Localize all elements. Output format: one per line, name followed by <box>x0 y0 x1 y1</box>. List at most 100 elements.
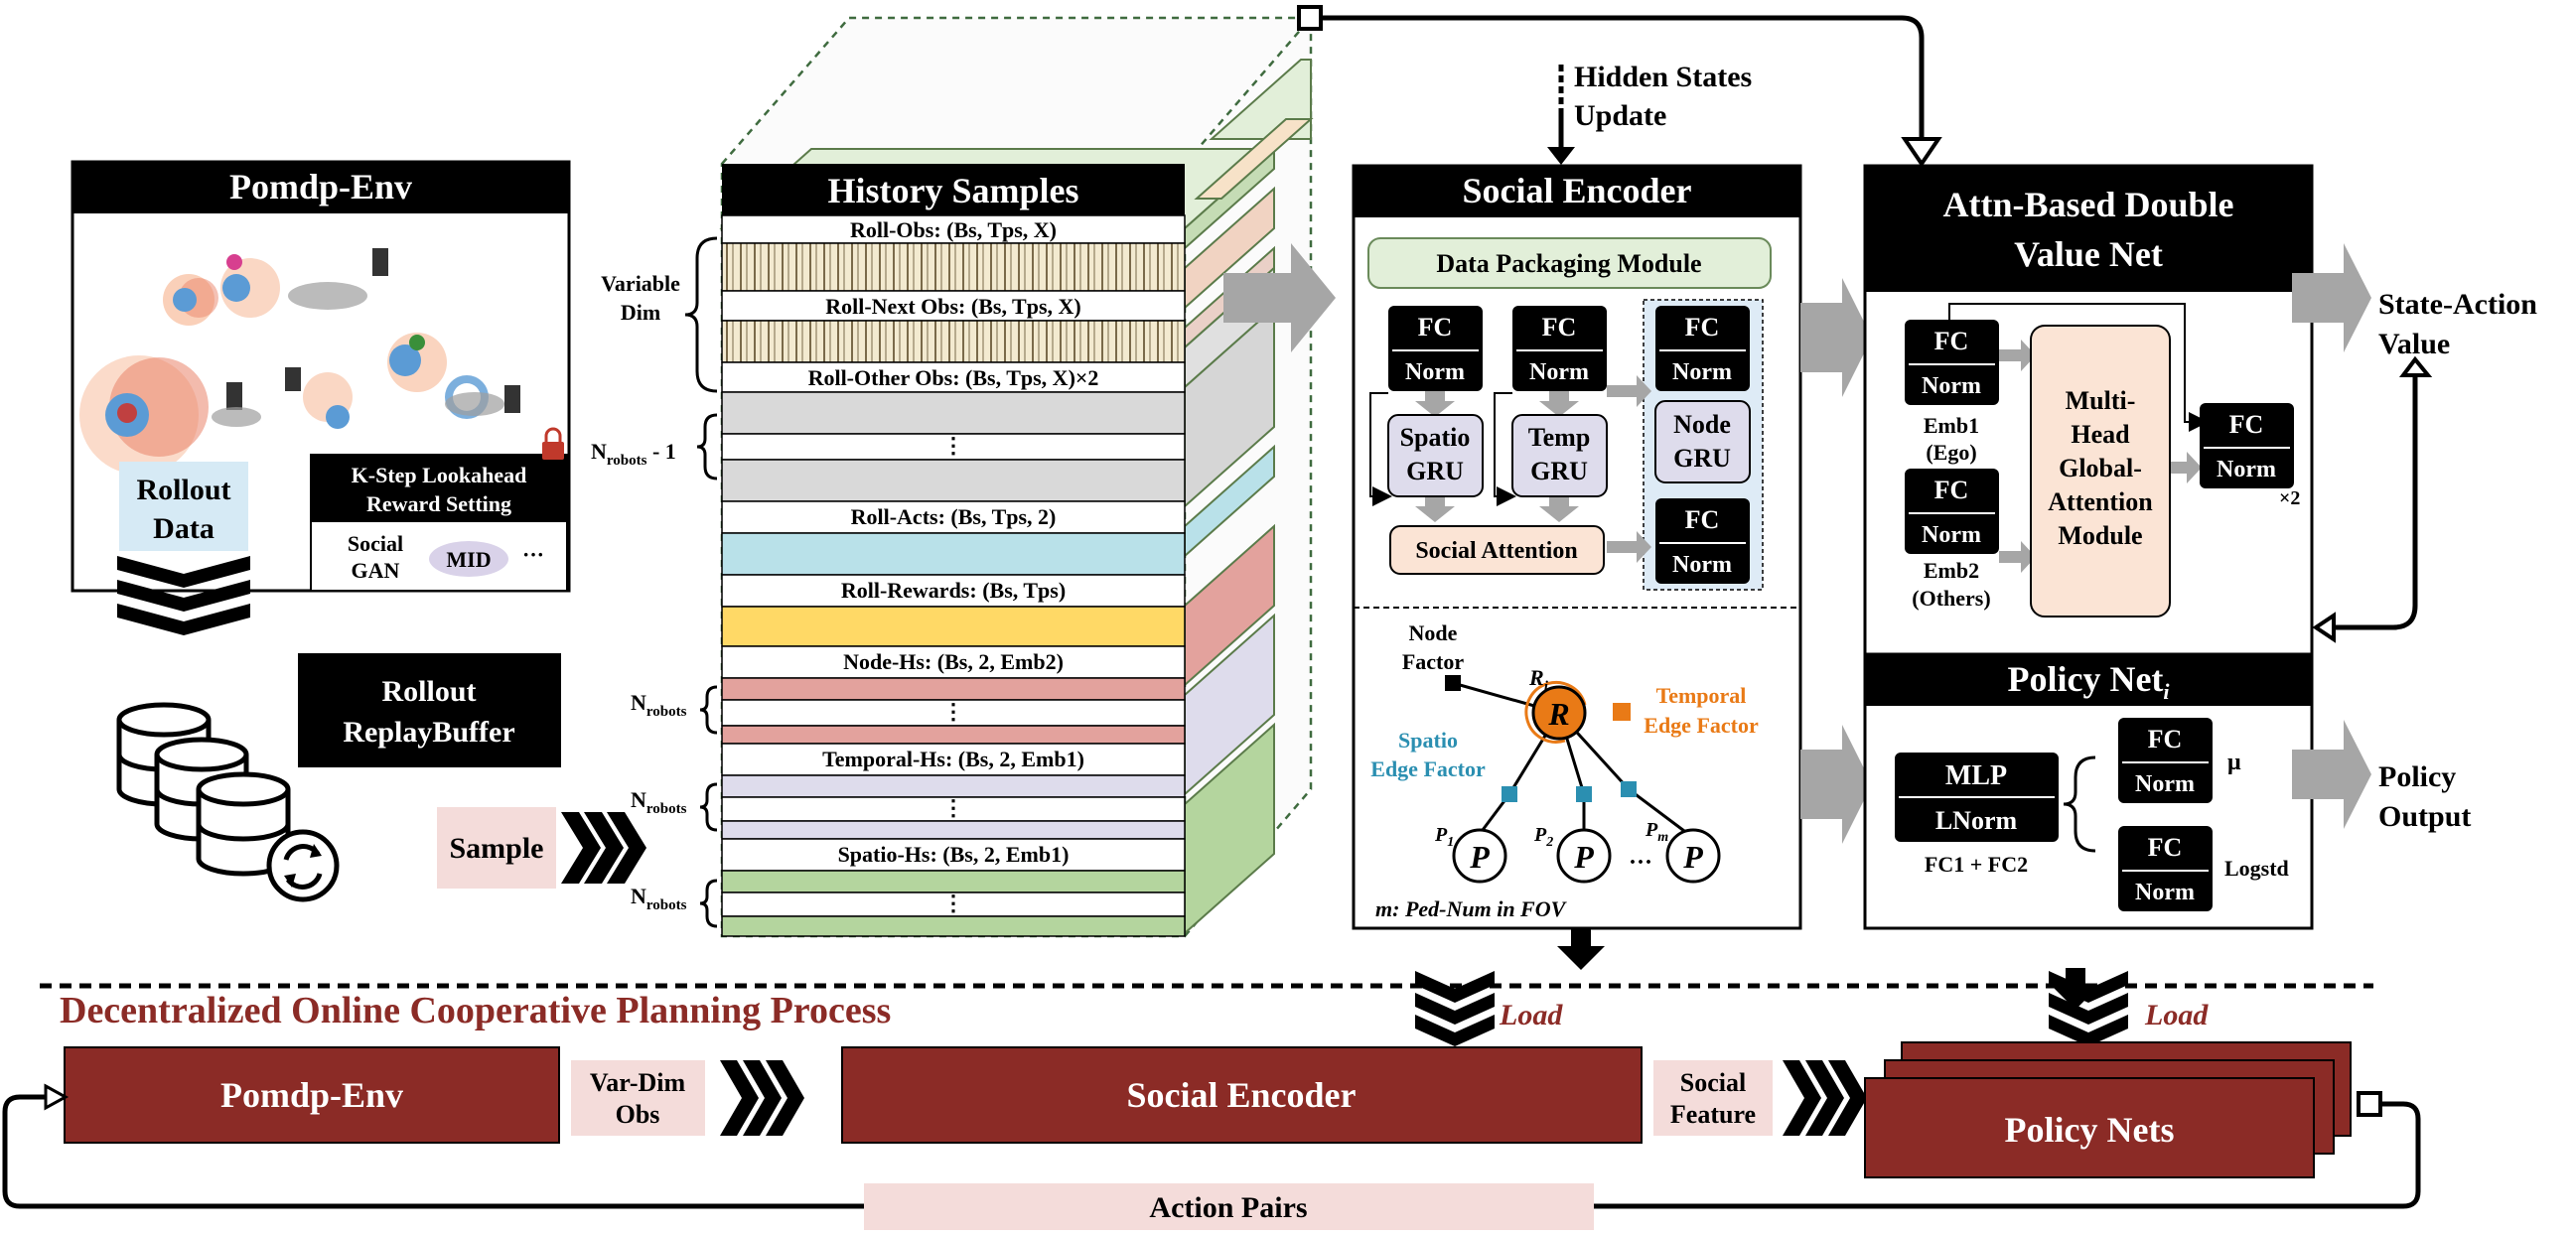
bottom-pomdp-label: Pomdp-Env <box>220 1075 403 1115</box>
logstd-norm-label: Norm <box>2135 880 2195 905</box>
lnorm-label: LNorm <box>1935 806 2018 835</box>
value-net-panel: Attn-Based Double Value Net FC Norm Emb1… <box>1863 164 2314 656</box>
replay-buffer-line-2: ReplayBuffer <box>343 716 514 749</box>
emb1-fc-block: FC Norm <box>1905 320 1999 405</box>
hidden-states-update: Hidden States Update <box>1547 61 1752 165</box>
multi-head-attention-block <box>2030 325 2171 618</box>
social-attention-block <box>1389 525 1605 575</box>
value-policy-link <box>2312 355 2433 643</box>
mid-bubble <box>429 541 508 577</box>
spatio-fc-label: FC <box>1418 313 1453 342</box>
data-packaging-label: Data Packaging Module <box>1436 249 1701 278</box>
spatio-fc-block: FC Norm <box>1388 306 1483 391</box>
node-fc-block: FC Norm <box>1655 306 1750 391</box>
robot-node-label: R <box>1547 696 1569 732</box>
mlp-label: MLP <box>1945 760 2007 791</box>
encoder-down-arrow <box>1557 928 1605 970</box>
reward-more: ··· <box>522 542 544 567</box>
sample-chevrons <box>561 812 646 884</box>
mlp-block: MLP LNorm <box>1895 753 2059 842</box>
history-row-roll-acts: Roll-Acts: (Bs, Tps, 2) <box>851 504 1057 529</box>
node-fc-label: FC <box>1685 313 1720 342</box>
history-ellipsis-2: ⋮ <box>942 699 964 724</box>
pomdp-env-panel: Pomdp-Env <box>71 160 571 635</box>
emb2-line-1: Emb2 <box>1924 558 1979 583</box>
emb1-line-2: (Ego) <box>1926 440 1976 465</box>
variable-dim-line-2: Dim <box>621 300 660 325</box>
node-gru-line-1: Node <box>1673 410 1731 439</box>
history-ellipsis-4: ⋮ <box>942 891 964 915</box>
spatio-edge-line-2: Edge Factor <box>1370 756 1486 781</box>
policy-output-arrow <box>2292 720 2371 829</box>
encoder-down-arrows <box>1415 391 1579 522</box>
times2-label: ×2 <box>2279 487 2300 509</box>
replay-buffer-line-1: Rollout <box>381 675 476 708</box>
var-dim-obs-box <box>571 1060 705 1136</box>
nrobots-minus-1-label: Nrobots - 1 <box>591 439 676 469</box>
history-ellipsis-3: ⋮ <box>942 795 964 820</box>
temporal-edge-line-1: Temporal <box>1656 683 1747 708</box>
reward-title-line-2: Reward Setting <box>366 491 511 516</box>
mid-label: MID <box>446 547 491 572</box>
nrobots-brace-1 <box>696 413 718 480</box>
history-row-spatio-hs: Spatio-Hs: (Bs, 2, Emb1) <box>838 842 1070 867</box>
bottom-pomdp-env <box>64 1046 560 1144</box>
history-row-roll-obs: Roll-Obs: (Bs, Tps, X) <box>850 217 1057 242</box>
process-title: Decentralized Online Cooperative Plannin… <box>60 990 891 1031</box>
logstd-fc-block: FC Norm <box>2118 826 2213 911</box>
social-feature-box <box>1653 1060 1773 1136</box>
var-dim-chevrons <box>720 1060 804 1136</box>
encoder-to-value-arrow <box>1800 278 1872 397</box>
data-packaging-module <box>1367 237 1772 289</box>
bottom-policy-nets: Policy Nets <box>1864 1041 2352 1178</box>
node-out-norm-label: Norm <box>1672 552 1732 578</box>
load-label-right: Load <box>2144 999 2209 1031</box>
node-factor-line-2: Factor <box>1402 649 1465 674</box>
ped-node-1 <box>1452 828 1507 884</box>
refresh-icon <box>266 829 340 902</box>
history-samples: History Samples Roll-Obs: (Bs, Tps, X) R… <box>591 16 1314 938</box>
spatio-edge-square-1 <box>1502 786 1517 802</box>
sample-label: Sample <box>449 832 543 865</box>
spatio-gru-line-1: Spatio <box>1400 423 1471 452</box>
attention-line-2: Head <box>2071 420 2130 449</box>
p1-label: P1 <box>1434 824 1454 850</box>
node-out-fc-label: FC <box>1685 505 1720 534</box>
history-title: History Samples <box>827 171 1078 210</box>
social-gan-line-2: GAN <box>352 558 400 583</box>
nrobots-label-2: Nrobots <box>631 787 687 817</box>
p2-label: P2 <box>1533 824 1553 850</box>
replay-buffer: Rollout ReplayBuffer <box>116 653 561 902</box>
spatio-edge-line-1: Spatio <box>1398 728 1458 753</box>
emb1-norm-label: Norm <box>1922 373 1981 399</box>
history-ellipsis-1: ⋮ <box>942 433 964 458</box>
spatio-gru-block <box>1387 414 1484 497</box>
mu-label: μ <box>2227 750 2241 775</box>
value-net-title-line-1: Attn-Based Double <box>1942 185 2233 224</box>
ped-node-m-label: P <box>1682 839 1703 875</box>
hidden-states-line-2: Update <box>1574 99 1666 132</box>
spatio-edge-square-2 <box>1576 786 1592 802</box>
rollout-data-line-2: Data <box>153 512 215 545</box>
attention-line-4: Attention <box>2048 487 2153 516</box>
rollout-down-chevrons <box>117 556 250 635</box>
emb2-norm-label: Norm <box>1922 522 1981 548</box>
emb1-line-1: Emb1 <box>1924 413 1979 438</box>
history-row-roll-other-obs: Roll-Other Obs: (Bs, Tps, X)×2 <box>808 365 1099 390</box>
logstd-fc-label: FC <box>2148 833 2183 862</box>
attention-line-5: Module <box>2058 521 2142 550</box>
history-row-temporal-hs: Temporal-Hs: (Bs, 2, Emb1) <box>822 747 1084 771</box>
nrobots-label-1: Nrobots <box>631 690 687 720</box>
value-output-line-2: Value <box>2378 328 2450 360</box>
value-output-fc-block: FC Norm <box>2200 403 2294 488</box>
nrobots-brace-3 <box>699 782 718 832</box>
mu-fc-block: FC Norm <box>2118 718 2213 803</box>
social-encoder-panel: Social Encoder Data Packaging Module FC … <box>1352 164 1802 970</box>
ped-node-2 <box>1556 828 1612 884</box>
graph-caption: m: Ped-Num in FOV <box>1375 896 1568 921</box>
history-row-roll-next-obs: Roll-Next Obs: (Bs, Tps, X) <box>825 294 1081 319</box>
value-side-arrows <box>1999 340 2202 573</box>
spatio-edge-square-3 <box>1621 781 1637 797</box>
history-row-roll-rewards: Roll-Rewards: (Bs, Tps) <box>841 578 1066 603</box>
